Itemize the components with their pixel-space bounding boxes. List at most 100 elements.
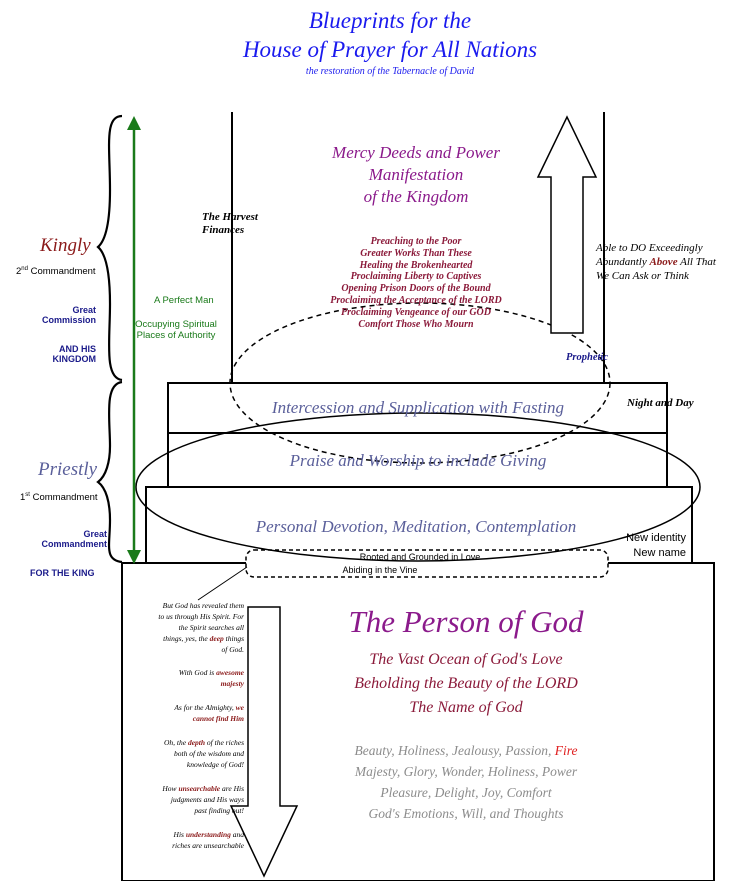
- span: His: [173, 830, 186, 839]
- line: Commission: [41, 315, 96, 326]
- span: things, yes, the: [163, 634, 210, 643]
- span: As for the Almighty,: [174, 703, 236, 712]
- perfect-man-label: A Perfect Man: [154, 295, 214, 306]
- num: 2: [16, 266, 22, 278]
- harvest-label: The Harvest Finances: [202, 211, 258, 236]
- list-item: Proclaiming the Acceptance of the LORD: [330, 294, 502, 306]
- priestly-brace: [96, 380, 123, 564]
- prophetic-ellipse: [229, 302, 611, 464]
- emph: awesome: [216, 668, 244, 677]
- occupying-label: Occupying Spiritual Places of Authority: [128, 319, 224, 342]
- scripture-block: His understanding and riches are unsearc…: [126, 829, 244, 851]
- kingly-brace: [96, 114, 123, 382]
- priestly-label: Priestly: [38, 459, 98, 480]
- line: Abundantly Above All That: [596, 256, 716, 270]
- line: The Vast Ocean of God's Love: [369, 651, 563, 668]
- person-subtitles: The Vast Ocean of God's Love Beholding t…: [300, 648, 632, 720]
- emph: cannot find Him: [192, 714, 244, 723]
- list-item: Comfort Those Who Mourn: [358, 318, 474, 330]
- line: the Spirit searches all: [178, 623, 244, 632]
- line: Great: [72, 305, 96, 315]
- mercy-deeds-heading: Mercy Deeds and Power Manifestation of t…: [286, 142, 546, 208]
- span: Beauty, Holiness, Jealousy, Passion,: [354, 743, 555, 758]
- kingly-label: Kingly: [40, 235, 91, 256]
- scripture-block: Oh, the depth of the riches both of the …: [126, 737, 244, 770]
- list-item: Preaching to the Poor: [370, 236, 462, 247]
- second-commandment-label: 2nd Commandment: [16, 266, 96, 277]
- span: With God is: [178, 668, 217, 677]
- green-arrow-down: [127, 550, 141, 564]
- rooted-label: Rooted and Grounded in Love: [359, 552, 481, 562]
- intercession-label: Intercession and Supplication with Fasti…: [271, 398, 565, 417]
- scripture-pointer-line: [197, 566, 248, 601]
- emph: depth: [187, 738, 206, 747]
- line: AND HIS: [58, 344, 96, 354]
- span: of the riches: [205, 738, 244, 747]
- level-intercession-box: [167, 382, 668, 434]
- span: and: [230, 830, 244, 839]
- num: 1: [20, 492, 26, 504]
- span: things: [223, 634, 244, 643]
- upward-arrow: [536, 115, 598, 334]
- line: Great: [83, 529, 107, 539]
- priestly-ellipse: [135, 412, 701, 562]
- line: Places of Authority: [136, 329, 216, 341]
- kingdom-works-list: Preaching to the Poor Greater Works Than…: [300, 236, 532, 330]
- emph: majesty: [220, 679, 244, 688]
- page-title: Blueprints for the House of Prayer for A…: [190, 6, 590, 64]
- span: Abundantly: [596, 255, 650, 268]
- line: With God is awesome: [126, 667, 244, 678]
- scripture-block: How unsearchable are His judgments and H…: [126, 783, 244, 816]
- devotion-label: Personal Devotion, Meditation, Contempla…: [255, 517, 577, 536]
- line: riches are unsearchable: [172, 841, 244, 850]
- span: All That: [677, 255, 716, 268]
- downward-arrow: [229, 606, 299, 878]
- line: The Name of God: [409, 699, 523, 716]
- line: both of the wisdom and: [173, 749, 244, 758]
- span: Oh, the: [163, 738, 188, 747]
- line: We Can Ask or Think: [596, 269, 689, 282]
- line: majesty: [126, 678, 244, 689]
- title-line-1: Blueprints for the: [308, 8, 472, 33]
- list-item: Greater Works Than These: [360, 247, 472, 259]
- scripture-column: But God has revealed them to us through …: [126, 600, 244, 851]
- line: The Harvest: [202, 211, 258, 223]
- fire-word: Fire: [554, 743, 578, 758]
- line: cannot find Him: [126, 713, 244, 724]
- scripture-block: As for the Almighty, we cannot find Him: [126, 702, 244, 724]
- line: Commandment: [41, 539, 107, 550]
- for-the-king-label: FOR THE KING: [30, 568, 95, 578]
- line: Oh, the depth of the riches: [126, 737, 244, 748]
- emph: we: [235, 703, 244, 712]
- line: Majesty, Glory, Wonder, Holiness, Power: [354, 764, 578, 779]
- person-of-god-title: The Person of God: [348, 604, 584, 639]
- span: are His: [220, 784, 244, 793]
- line: KINGDOM: [52, 354, 97, 365]
- sup: st: [25, 492, 30, 498]
- line: things, yes, the deep things: [126, 633, 244, 644]
- line: As for the Almighty, we: [126, 702, 244, 713]
- line: Finances: [202, 223, 245, 236]
- line: Beholding the Beauty of the LORD: [354, 675, 578, 692]
- abiding-label: Abiding in the Vine: [342, 565, 418, 575]
- title-line-2: House of Prayer for All Nations: [242, 37, 538, 62]
- praise-label: Praise and Worship to include Giving: [289, 451, 547, 470]
- line: judgments and His ways: [170, 795, 244, 804]
- and-his-kingdom-label: AND HIS KINGDOM: [30, 344, 97, 365]
- line: New name: [633, 547, 686, 559]
- great-commission-label: Great Commission: [30, 305, 96, 326]
- line: of God.: [221, 645, 245, 654]
- list-item: Proclaiming Vengeance of our GOD: [341, 306, 491, 318]
- list-item: Healing the Brokenhearted: [359, 259, 473, 271]
- line: to us through His Spirit. For: [158, 612, 244, 621]
- first-commandment-label: 1st Commandment: [20, 492, 98, 503]
- above-word: Above: [649, 255, 678, 268]
- line: knowledge of God!: [186, 760, 244, 769]
- prophetic-label: Prophetic: [566, 352, 608, 363]
- line: Beauty, Holiness, Jealousy, Passion, Fir…: [300, 740, 632, 761]
- line: Occupying Spiritual: [135, 319, 217, 330]
- line: of the Kingdom: [363, 187, 469, 206]
- new-identity-label: New identity New name: [604, 531, 686, 561]
- line: But God has revealed them: [162, 601, 244, 610]
- text: Commandment: [29, 492, 98, 504]
